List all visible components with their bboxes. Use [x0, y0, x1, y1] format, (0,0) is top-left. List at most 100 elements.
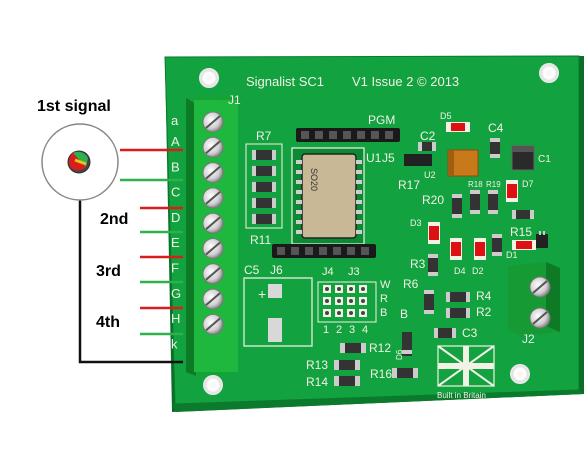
j1-screw-slot [205, 165, 221, 180]
wire-black-k [78, 199, 183, 364]
d5-led [446, 122, 470, 132]
label-d6: D6 [395, 349, 404, 360]
j1-pin-label: H [171, 311, 180, 326]
u1-marking: SO20 [309, 168, 319, 191]
u1-chip [291, 147, 365, 245]
label-4th: 4th [96, 314, 120, 331]
small-resistor-r20b [512, 210, 534, 219]
r12-r13-r14-r16-resistors [334, 343, 418, 386]
label-d1: D1 [506, 250, 518, 260]
r3-resistor [428, 254, 438, 276]
jumper-num-3: 3 [349, 324, 355, 336]
j1-pin-label: E [171, 235, 180, 250]
j1-screw-slot [205, 241, 221, 256]
label-d4: D4 [454, 266, 466, 276]
label-c5: C5 [244, 263, 260, 277]
label-r2: R2 [476, 305, 492, 319]
label-r11: R11 [250, 233, 271, 247]
label-j5: J5 [382, 151, 395, 165]
label-r14: R14 [306, 375, 328, 389]
jumper-num-1: 1 [323, 324, 329, 336]
j1-pin-label: C [171, 185, 180, 200]
c5-plus-mark: + [258, 286, 266, 302]
j1-pin-label: A [171, 134, 180, 149]
pgm-header [296, 128, 400, 142]
j1-pin-label: D [171, 210, 180, 225]
label-jumper-r: R [380, 293, 388, 305]
r18-r19-resistors [470, 190, 498, 214]
jumper-num-2: 2 [336, 324, 342, 336]
label-c3: C3 [462, 326, 478, 340]
label-r13: R13 [306, 358, 328, 372]
j1-screw-slot [205, 292, 221, 306]
d3-diode [428, 222, 440, 244]
c3-capacitor [434, 328, 456, 338]
r4-r2-resistors [446, 292, 470, 318]
c2-capacitor [418, 142, 436, 151]
c4-capacitor [490, 138, 500, 158]
label-r18: R18 [468, 180, 483, 189]
r6-resistor [424, 290, 434, 314]
union-flag-logo [437, 345, 495, 387]
mounting-holes [199, 63, 559, 395]
r20-resistor [452, 194, 462, 218]
resistor-bank-right [492, 234, 502, 256]
d4-led [450, 238, 462, 260]
label-r16: R16 [370, 367, 392, 381]
d2-led [474, 238, 486, 260]
label-r6: R6 [403, 277, 419, 291]
j1-pin-label: F [171, 261, 179, 276]
c1-capacitor [511, 145, 535, 171]
label-u2: U2 [424, 170, 436, 180]
j1-screw-row [202, 111, 224, 335]
label-d7: D7 [522, 179, 534, 189]
label-j3: J3 [348, 266, 360, 278]
label-d5: D5 [440, 111, 452, 121]
j1-screw-slot [205, 216, 221, 230]
label-2nd: 2nd [100, 211, 128, 228]
label-c4: C4 [488, 121, 504, 135]
j1-pin-label: G [171, 286, 181, 301]
label-d2: D2 [472, 266, 484, 276]
first-signal-lamp [41, 123, 119, 201]
j2-terminal-block [508, 262, 560, 336]
j1-screw-slot [205, 140, 221, 155]
label-r15: R15 [510, 225, 532, 239]
r7-resistor-bank [245, 143, 283, 229]
label-b-pad: B [400, 307, 408, 321]
board-title: Signalist SC1 [246, 74, 324, 89]
label-3rd: 3rd [96, 263, 121, 280]
label-r17: R17 [398, 178, 420, 192]
board-issue: V1 Issue 2 © 2013 [352, 74, 459, 89]
j1-pin-label: B [171, 159, 180, 174]
j1-top-label: a [171, 113, 179, 128]
label-pgm: PGM [368, 113, 395, 127]
j1-screw-slot [205, 267, 221, 281]
label-jumper-b: B [380, 307, 387, 319]
label-r20: R20 [422, 193, 444, 207]
built-in-britain: Built in Britain [437, 391, 486, 400]
label-u1: U1 [366, 151, 382, 165]
d7-led [506, 180, 518, 202]
j1-pin-label: k [171, 336, 178, 351]
d1-led [512, 240, 536, 250]
label-r19: R19 [486, 180, 501, 189]
label-d3: D3 [410, 218, 422, 228]
u2-regulator [404, 154, 432, 166]
label-c2: C2 [420, 129, 436, 143]
c5-capacitor: + [243, 277, 313, 347]
r15-transistor [536, 231, 548, 248]
j1-screw-slot [205, 191, 221, 205]
label-r12: R12 [369, 341, 391, 355]
jumper-num-4: 4 [362, 324, 368, 336]
wiring [78, 148, 183, 364]
label-jumper-w: W [380, 279, 391, 291]
label-j4: J4 [322, 266, 334, 278]
tantalum-capacitor [447, 149, 479, 177]
label-j6: J6 [270, 263, 283, 277]
label-r7: R7 [256, 129, 272, 143]
j1-screw-slot [205, 317, 221, 332]
label-c1: C1 [538, 154, 551, 165]
